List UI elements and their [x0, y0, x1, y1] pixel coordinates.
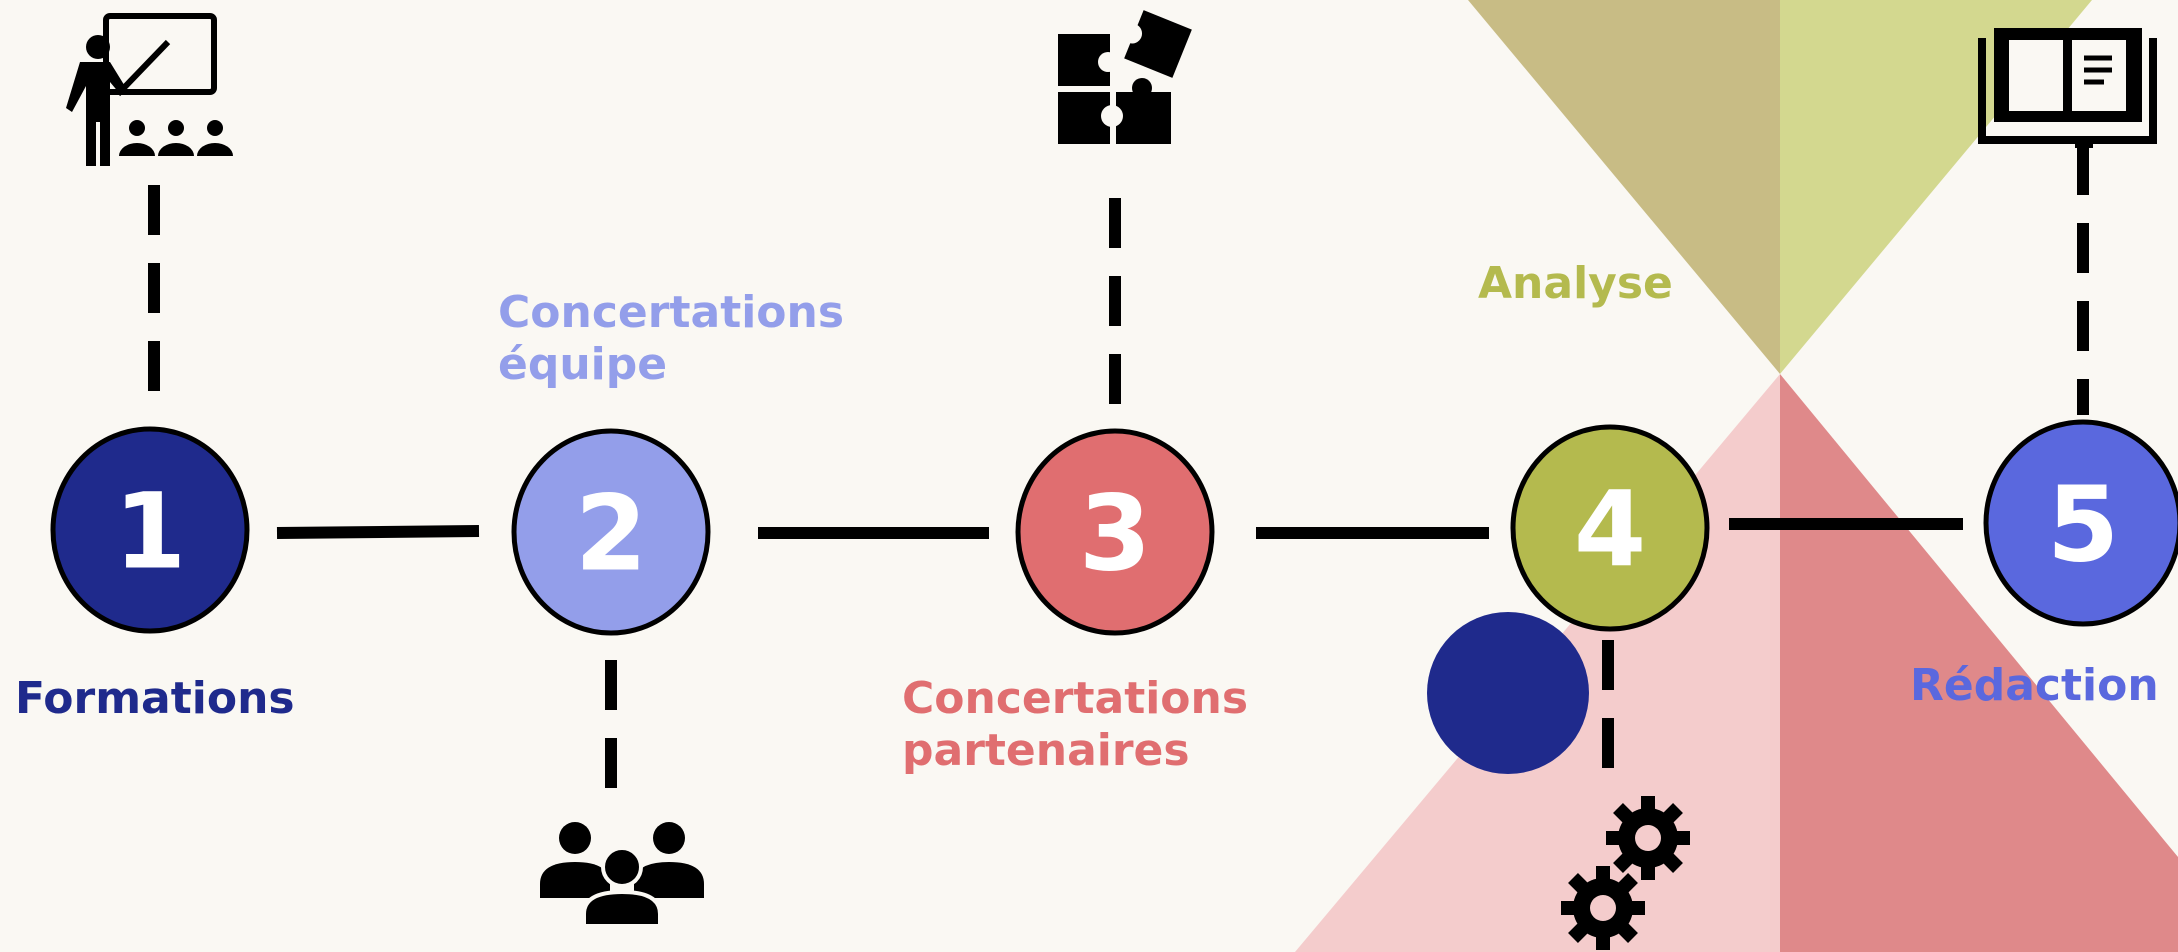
gears-icon: [1561, 796, 1690, 950]
step-3-label-line-1: Concertations: [902, 673, 1249, 724]
step-5-circle: [1983, 419, 2178, 627]
step-4-circle: [1510, 424, 1710, 632]
teacher-icon: [66, 13, 233, 166]
step-3-number: 3: [1079, 472, 1151, 594]
puzzle-icon: [1058, 10, 1192, 144]
connector-line-1-2: [276, 525, 480, 539]
step-2-number: 2: [575, 472, 647, 594]
step-2-label-line-1: Concertations: [498, 287, 845, 338]
step-1-label: Formations: [15, 673, 295, 725]
step-5-node: 5: [1983, 419, 2178, 627]
step-4-node: 4: [1510, 424, 1710, 632]
book-icon: [1978, 28, 2157, 148]
step-5-number: 5: [2047, 463, 2119, 585]
step-2-label-line-2: équipe: [498, 339, 668, 390]
step-2-circle: [511, 428, 711, 636]
step-1-label-line-1: Formations: [15, 673, 295, 724]
step-4-number: 4: [1574, 468, 1646, 590]
step-4-label: Analyse: [1478, 258, 1673, 310]
step-5-label-line-1: Rédaction: [1910, 660, 2159, 711]
step-3-label: Concertations partenaires: [902, 673, 1248, 777]
step-3-node: 3: [1015, 428, 1215, 636]
step-4-label-line-1: Analyse: [1478, 258, 1673, 309]
step-1-number: 1: [114, 470, 186, 592]
decorative-circle: [1427, 612, 1589, 774]
step-1-node: 1: [50, 426, 250, 634]
team-icon: [540, 822, 704, 928]
step-3-circle: [1015, 428, 1215, 636]
step-3-label-line-2: partenaires: [902, 725, 1190, 776]
dashed-lines: [148, 145, 2089, 815]
connector-lines: [276, 518, 1963, 539]
step-5-label: Rédaction: [1910, 660, 2159, 712]
step-2-label: Concertations équipe: [498, 287, 844, 391]
step-2-node: 2: [511, 428, 711, 636]
background-triangle-top-left: [1468, 0, 1780, 374]
step-1-circle: [50, 426, 250, 634]
